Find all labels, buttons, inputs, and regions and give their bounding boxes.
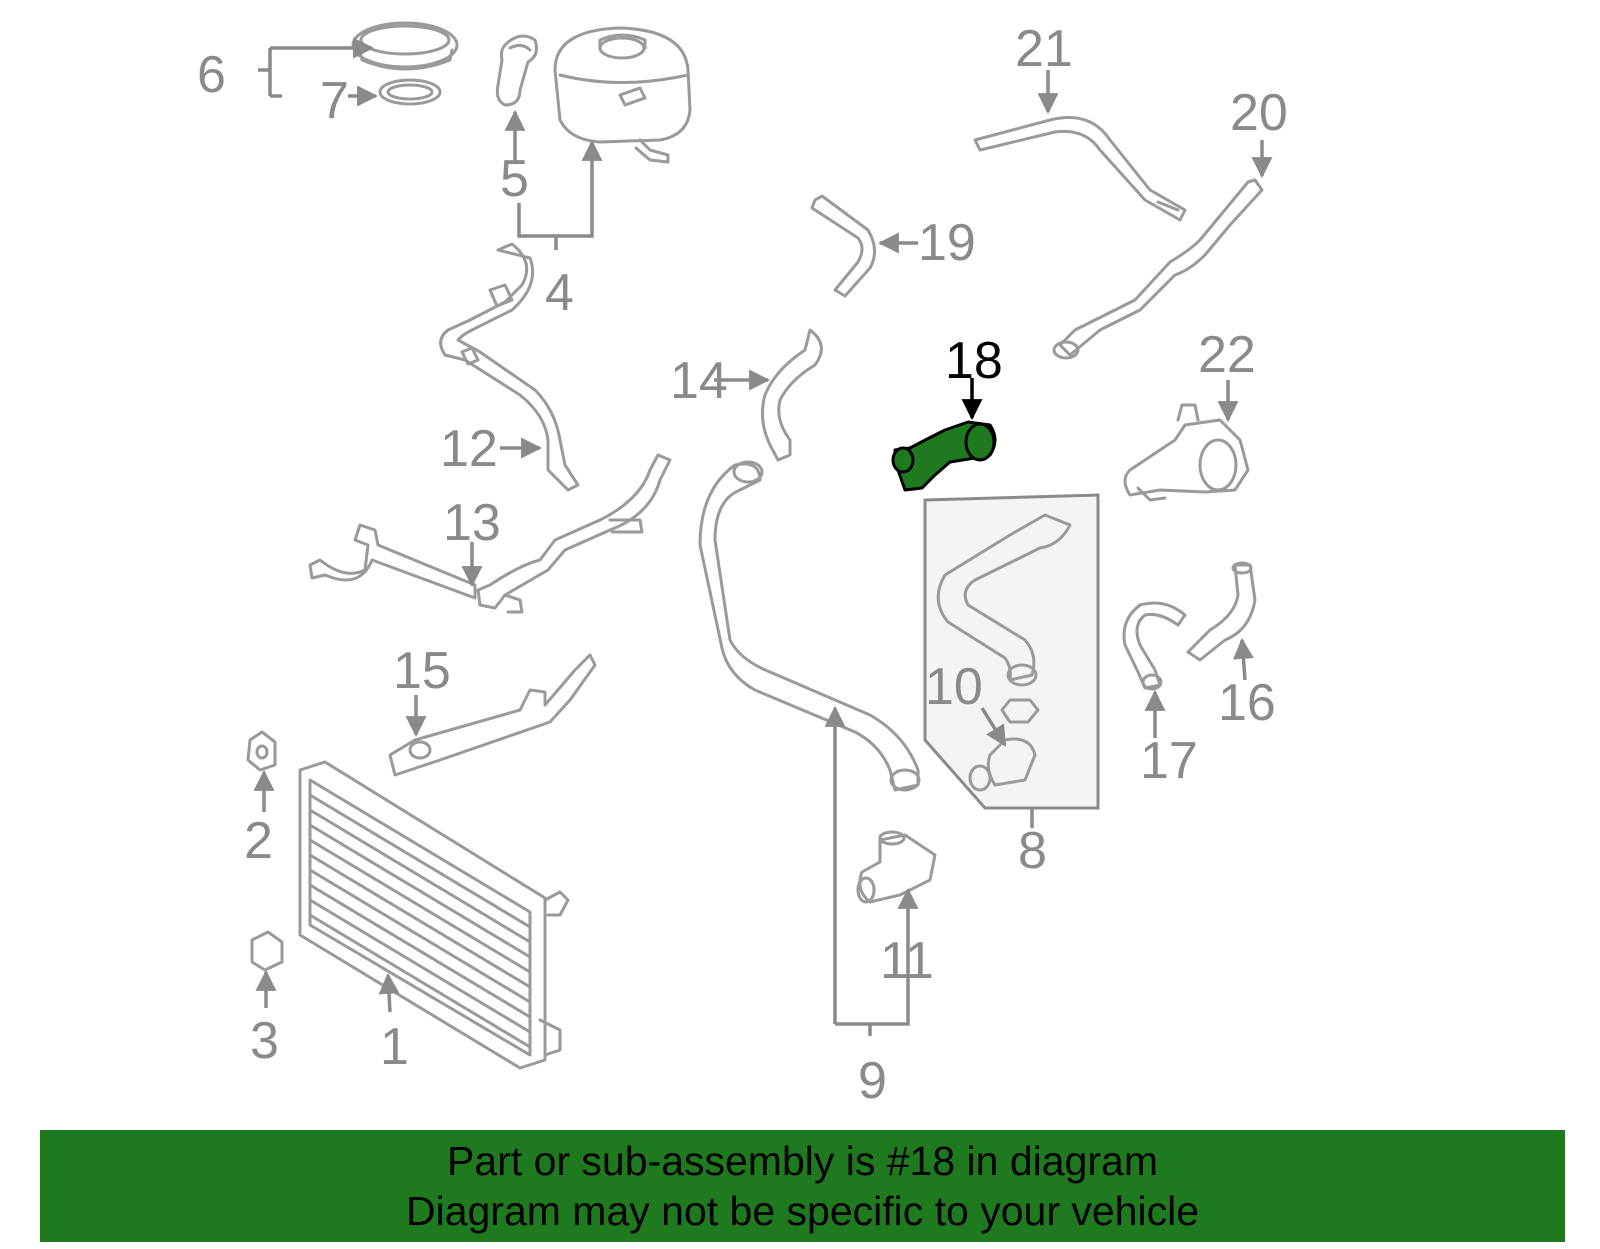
label-3: 3 <box>250 1012 279 1070</box>
label-14: 14 <box>670 352 728 410</box>
pointer-lines <box>253 37 1273 1036</box>
part-3-mount-bracket[interactable] <box>250 930 284 972</box>
label-18-highlighted: 18 <box>945 332 1003 390</box>
banner-line-2: Diagram may not be specific to your vehi… <box>405 1188 1199 1234</box>
part-4-expansion-tank[interactable] <box>553 26 692 164</box>
part-8-assembly-group[interactable] <box>923 493 1100 810</box>
label-8: 8 <box>1018 822 1047 880</box>
part-6-reservoir-cap[interactable] <box>351 21 459 71</box>
label-17: 17 <box>1140 732 1198 790</box>
label-2: 2 <box>244 812 273 870</box>
label-19: 19 <box>918 214 976 272</box>
part-16-hose[interactable] <box>1186 561 1257 662</box>
label-12: 12 <box>440 420 498 478</box>
part-15-pipe[interactable] <box>388 653 597 777</box>
label-16: 16 <box>1218 674 1276 732</box>
part-19-hose[interactable] <box>810 194 876 298</box>
part-7-seal-ring[interactable] <box>378 78 442 106</box>
label-4: 4 <box>545 264 574 322</box>
label-7: 7 <box>320 72 349 130</box>
part-21-hose[interactable] <box>973 116 1187 222</box>
label-1: 1 <box>380 1018 409 1076</box>
label-13: 13 <box>443 494 501 552</box>
part-12-hose[interactable] <box>439 242 580 492</box>
part-9-lower-hose[interactable] <box>698 460 921 792</box>
part-2-mount-bracket[interactable] <box>246 730 277 772</box>
part-13-coolant-pipe[interactable] <box>308 453 672 614</box>
part-5-vent-hose[interactable] <box>495 34 538 107</box>
label-9: 9 <box>858 1052 887 1110</box>
label-21: 21 <box>1015 20 1073 78</box>
label-5: 5 <box>500 150 529 208</box>
part-22-thermostat-housing[interactable] <box>1123 403 1250 502</box>
label-15: 15 <box>393 642 451 700</box>
part-17-hose[interactable] <box>1122 601 1187 691</box>
part-1-radiator[interactable] <box>298 760 570 1070</box>
label-22: 22 <box>1198 326 1256 384</box>
part-20-hose[interactable] <box>1052 178 1264 360</box>
label-6: 6 <box>197 46 226 104</box>
label-11: 11 <box>880 932 934 990</box>
banner-line-1: Part or sub-assembly is #18 in diagram <box>447 1138 1158 1184</box>
part-18-highlighted-hose[interactable] <box>891 420 997 492</box>
label-10: 10 <box>925 658 983 716</box>
info-banner: Part or sub-assembly is #18 in diagram D… <box>40 1130 1565 1242</box>
part-14-hose[interactable] <box>760 328 823 462</box>
part-11-connector[interactable] <box>856 830 937 904</box>
label-20: 20 <box>1230 84 1288 142</box>
